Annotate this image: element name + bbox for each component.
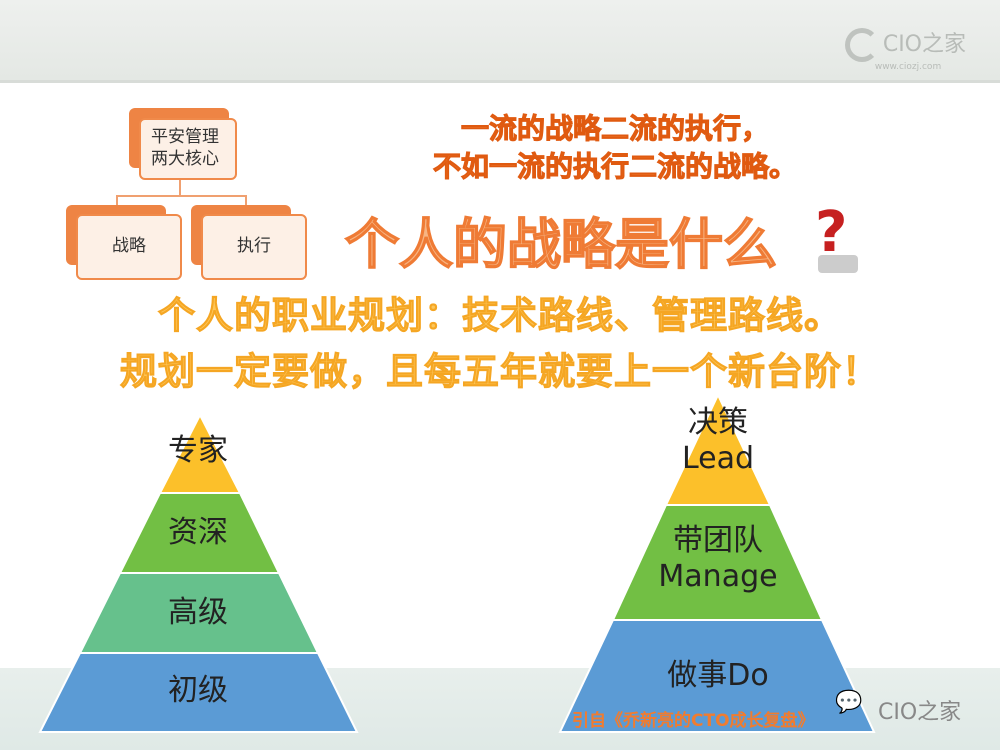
org-child-label: 战略 xyxy=(112,236,146,256)
right-tier-do xyxy=(558,619,876,733)
org-child-strategy: 战略 xyxy=(76,214,182,280)
label-lead-zh: 决策 xyxy=(688,405,748,440)
career-text: 个人的职业规划：技术路线、管理路线。规划一定要做，且每五年就要上一个新台阶！ xyxy=(30,288,970,400)
wechat-icon: 💬 xyxy=(835,690,863,715)
label-senior: 资深 xyxy=(168,515,228,550)
puzzle-piece-icon xyxy=(818,255,858,273)
career-line1: 个人的职业规划：技术路线、管理路线。 xyxy=(158,294,842,338)
headline: 个人的战略是什么 xyxy=(344,212,778,277)
logo-text: CIO之家 xyxy=(882,32,966,57)
org-root: 平安管理两大核心 xyxy=(139,118,237,180)
label-junior: 初级 xyxy=(168,673,228,708)
label-expert: 专家 xyxy=(168,433,228,468)
citation: 引自《乔新亮的CTO成长复盘》 xyxy=(572,711,815,731)
label-advanced: 高级 xyxy=(168,595,228,630)
cio-logo: CIO之家 www.ciozj.com xyxy=(844,26,966,72)
connector xyxy=(179,180,181,196)
label-lead-en: Lead xyxy=(681,441,755,476)
org-child-label: 执行 xyxy=(237,236,271,256)
logo-url: www.ciozj.com xyxy=(874,62,942,72)
quote: 一流的战略二流的执行， 不如一流的执行二流的战略。 xyxy=(395,110,835,186)
quote-line2: 不如一流的执行二流的战略。 xyxy=(432,150,797,184)
org-root-line2: 两大核心 xyxy=(151,149,219,169)
header-banner: CIO之家 www.ciozj.com xyxy=(0,0,1000,83)
wechat-account: CIO之家 xyxy=(878,700,962,725)
logo-icon xyxy=(844,28,879,62)
org-root-line1: 平安管理 xyxy=(151,127,219,147)
career-line2: 规划一定要做，且每五年就要上一个新台阶！ xyxy=(120,350,880,394)
label-manage-en: Manage xyxy=(658,559,778,594)
left-tier-junior xyxy=(38,652,359,733)
quote-line1: 一流的战略二流的执行， xyxy=(460,112,769,146)
org-child-execution: 执行 xyxy=(201,214,307,280)
label-manage-zh: 带团队 xyxy=(673,523,763,558)
question-mark-icon: ? xyxy=(815,200,848,265)
connector xyxy=(116,195,247,207)
label-do: 做事Do xyxy=(667,658,769,693)
